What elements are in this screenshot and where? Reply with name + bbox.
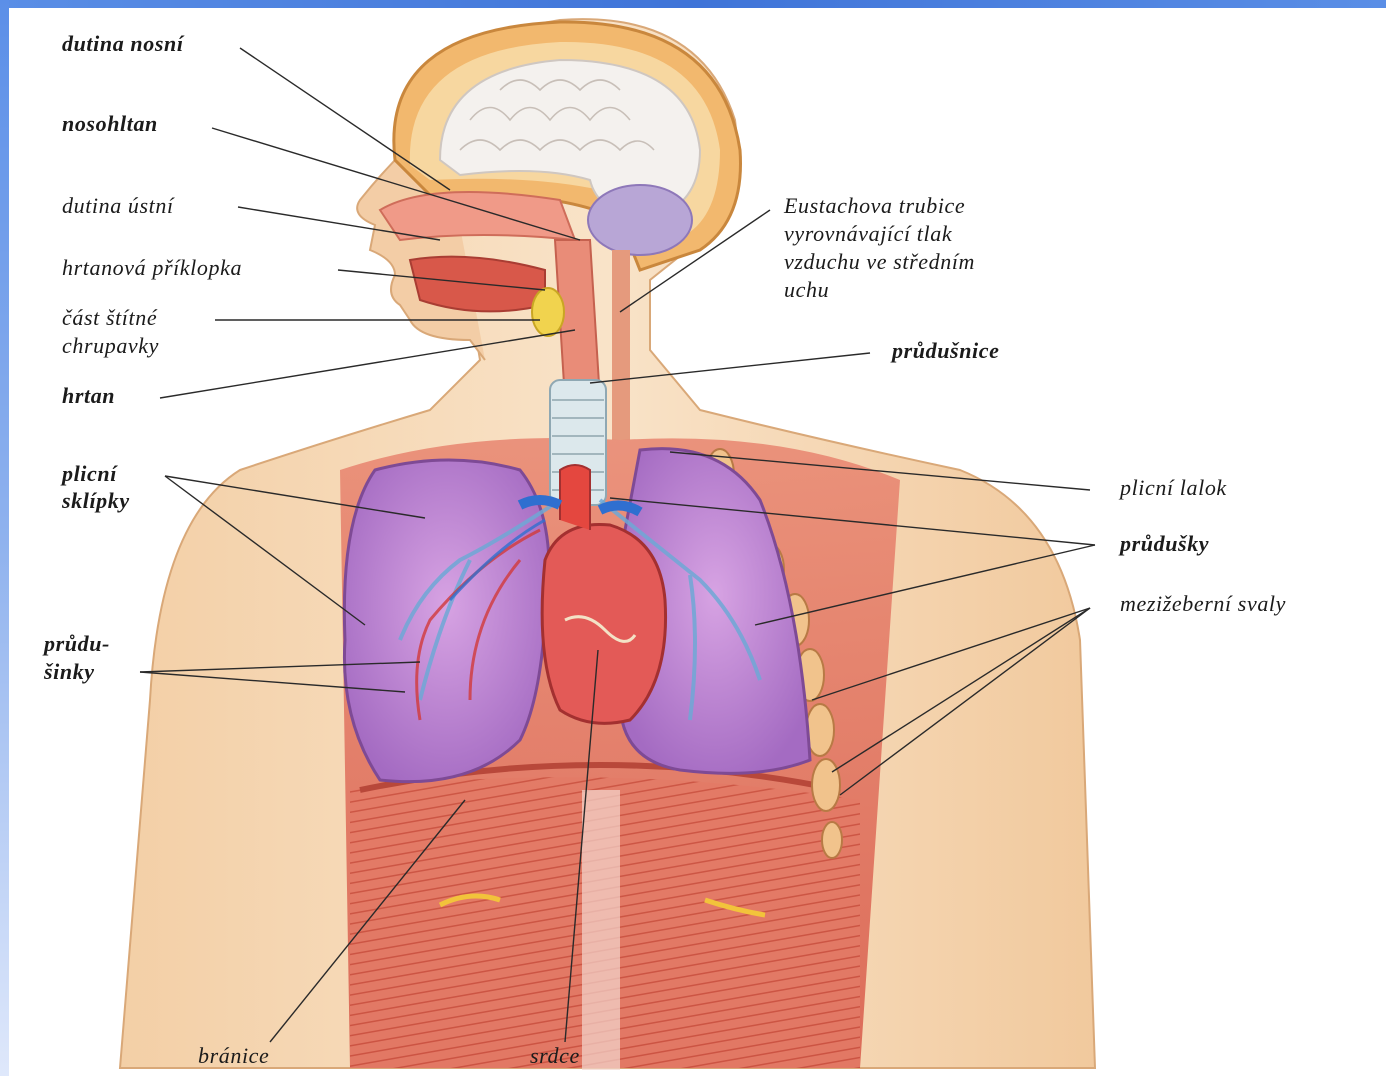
label-prudusinky-line1: průdu-	[44, 630, 110, 658]
label-dutina-ustni: dutina ústní	[62, 192, 174, 220]
label-cast-stitne-line2: chrupavky	[62, 332, 159, 360]
label-srdce: srdce	[530, 1042, 580, 1070]
label-branice: bránice	[198, 1042, 269, 1070]
label-eustachova-line3: vzduchu ve středním	[784, 248, 975, 276]
label-prudusnice: průdušnice	[892, 337, 999, 365]
label-eustachova-line2: vyrovnávající tlak	[784, 220, 952, 248]
label-mezizeberni-svaly: mezižeberní svaly	[1120, 590, 1286, 618]
label-cast-stitne-line1: část štítné	[62, 304, 157, 332]
label-nosohltan: nosohltan	[62, 110, 158, 138]
label-plicni-sklipky-line1: plicní	[62, 460, 117, 488]
label-hrtanova-priklopka: hrtanová příklopka	[62, 254, 242, 282]
label-plicni-sklipky-line2: sklípky	[62, 487, 130, 515]
label-plicni-lalok: plicní lalok	[1120, 474, 1227, 502]
label-prudusinky-line2: šinky	[44, 658, 95, 686]
label-eustachova-line1: Eustachova trubice	[784, 192, 965, 220]
label-dutina-nosni: dutina nosní	[62, 30, 184, 58]
label-hrtan: hrtan	[62, 382, 115, 410]
label-prudusky: průdušky	[1120, 530, 1209, 558]
label-eustachova-line4: uchu	[784, 276, 829, 304]
